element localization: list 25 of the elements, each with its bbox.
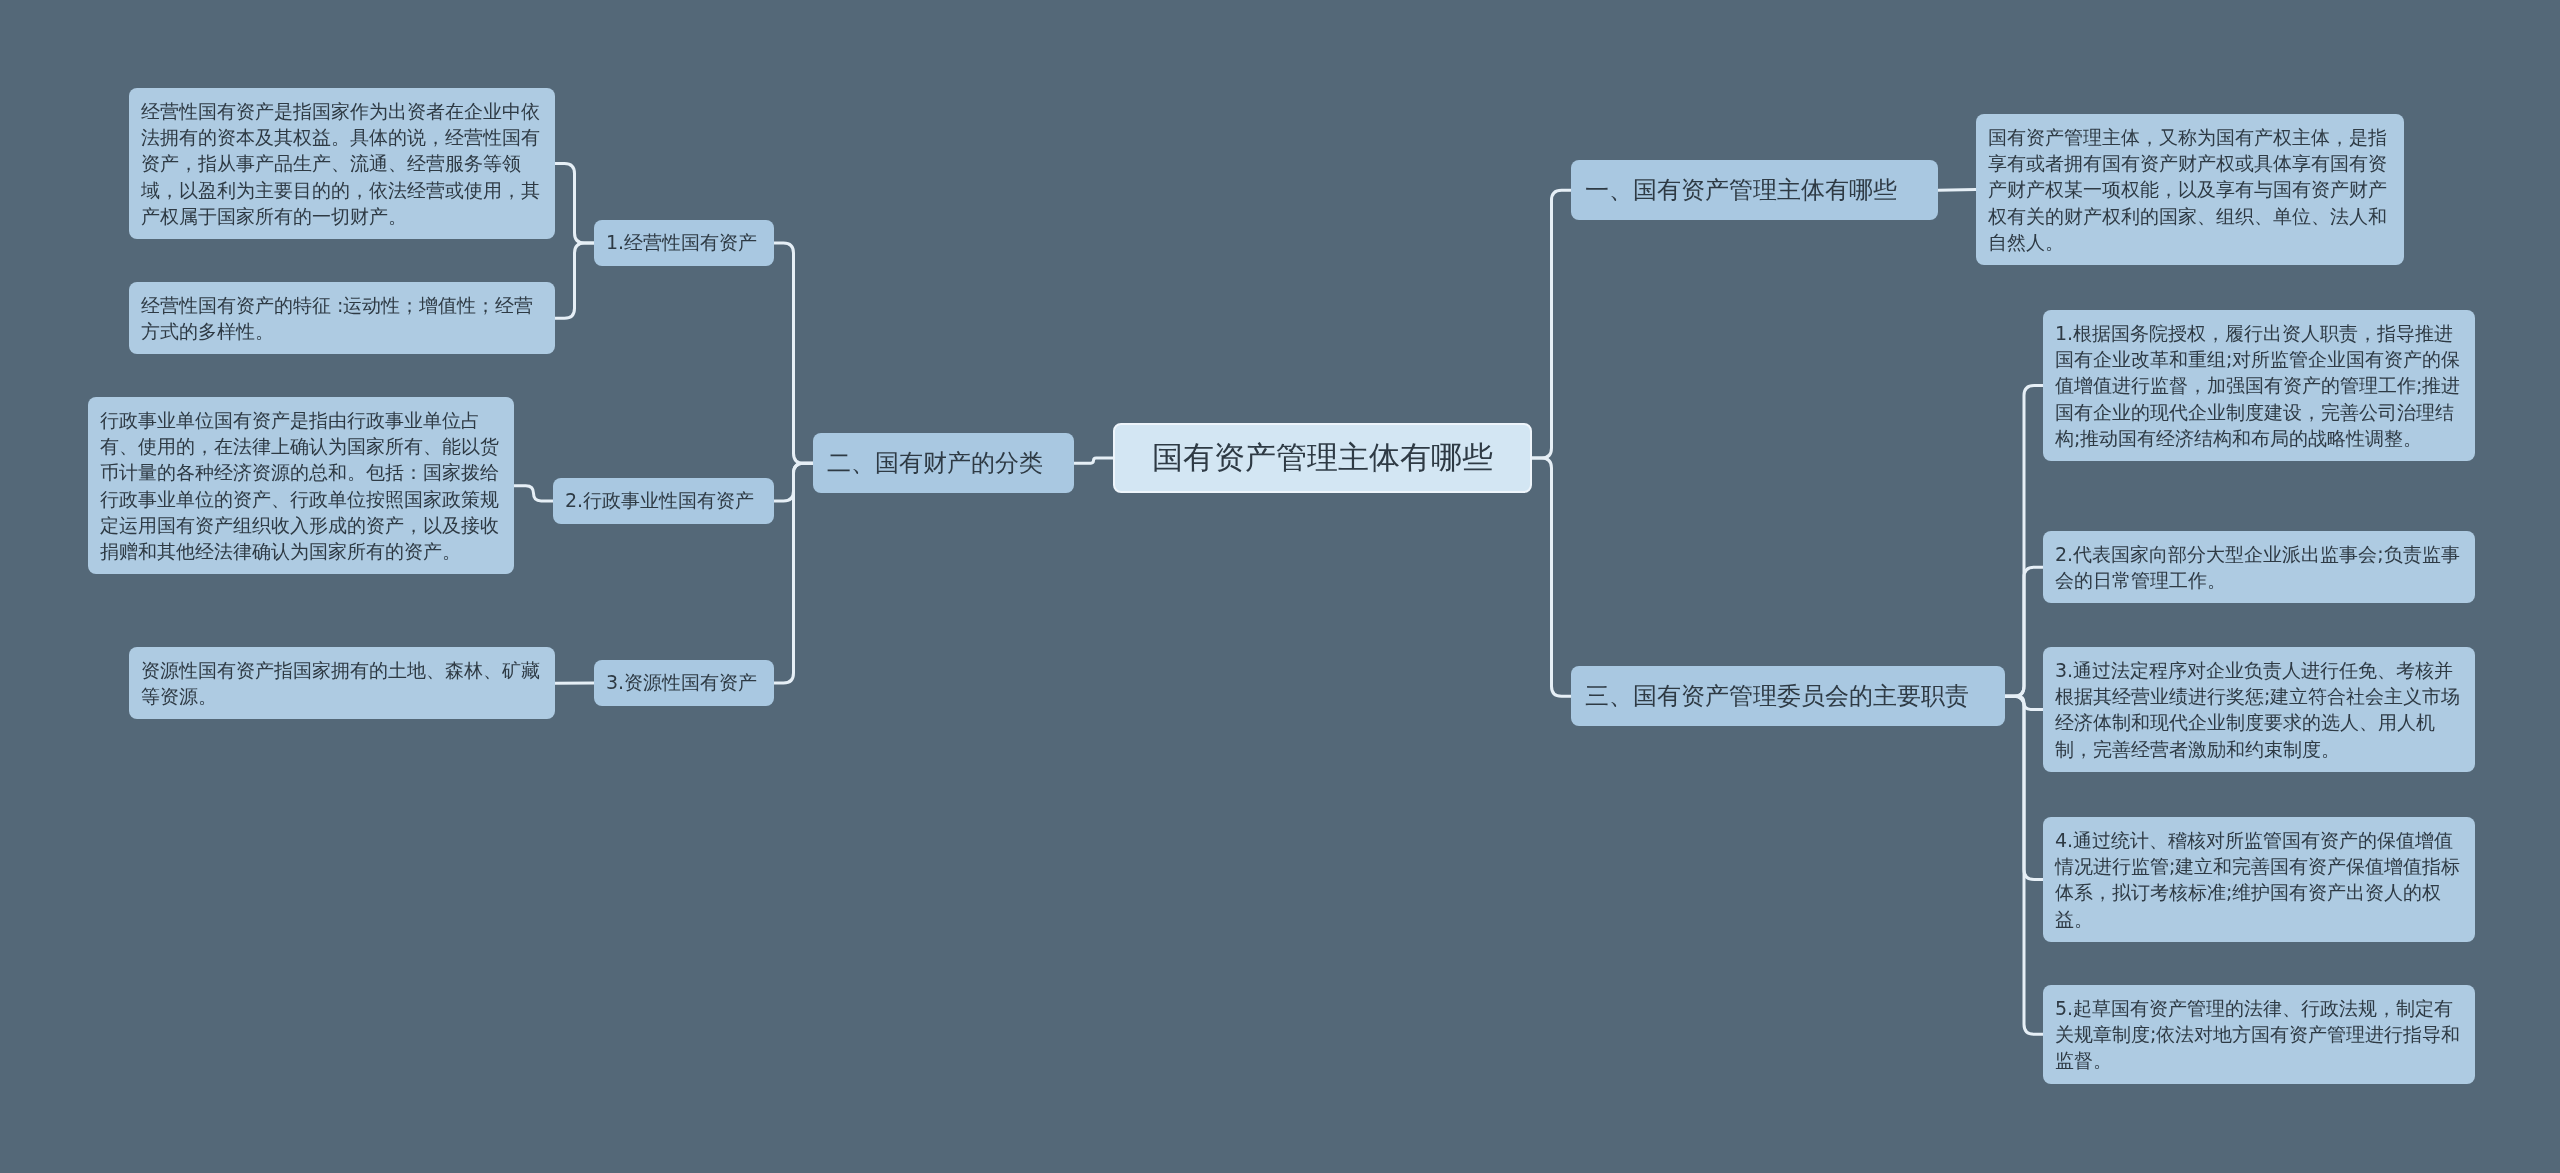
central-topic-box: 国有资产管理主体有哪些 xyxy=(1113,423,1532,493)
branch-topic-box: 一、国有资产管理主体有哪些 xyxy=(1571,160,1938,221)
note-box: 2.代表国家向部分大型企业派出监事会;负责监事会的日常管理工作。 xyxy=(2043,531,2475,604)
note-box: 国有资产管理主体，又称为国有产权主体，是指享有或者拥有国有资产财产权或具体享有国有资产财产权某一项权能，以及享有与国有资产财产权有关的财产权利的国家、组织、单位、法人和自然人。 xyxy=(1976,114,2404,266)
connector-line xyxy=(2005,694,2043,1036)
branch-topic-box: 三、国有资产管理委员会的主要职责 xyxy=(1571,666,2005,727)
connector-line xyxy=(1937,188,1977,192)
connector-line xyxy=(1074,456,1113,465)
connector-line xyxy=(1532,456,1571,698)
subtopic-box: 3.资源性国有资产 xyxy=(594,660,774,706)
connector-line xyxy=(514,484,553,503)
branch-topic-box: 二、国有财产的分类 xyxy=(813,433,1074,494)
note-box: 3.通过法定程序对企业负责人进行任免、考核并根据其经营业绩进行奖惩;建立符合社会主义市场经济体制和现代企业制度要求的选人、用人机制，完善经营者激励和约束制度。 xyxy=(2043,647,2475,772)
subtopic-box: 2.行政事业性国有资产 xyxy=(553,478,774,524)
note-box: 1.根据国务院授权，履行出资人职责，指导推进国有企业改革和重组;对所监管企业国有资产的保值增值进行监督，加强国有资产的管理工作;推进国有企业的现代企业制度建设，完善公司治理结构;推动国有经济结构和布局的战略性调整。 xyxy=(2043,310,2475,462)
connector-line xyxy=(555,241,594,320)
connector-line xyxy=(555,681,594,685)
note-box: 4.通过统计、稽核对所监管国有资产的保值增值情况进行监管;建立和完善国有资产保值增值指标体系，拟订考核标准;维护国有资产出资人的权益。 xyxy=(2043,817,2475,942)
note-box: 经营性国有资产是指国家作为出资者在企业中依法拥有的资本及其权益。具体的说，经营性国有资产，指从事产品生产、流通、经营服务等领域，以盈利为主要目的的，依法经营或使用，其产权属于国家所有的一切财产。 xyxy=(129,88,555,240)
connector-line xyxy=(774,461,813,685)
note-box: 5.起草国有资产管理的法律、行政法规，制定有关规章制度;依法对地方国有资产管理进行指导和监督。 xyxy=(2043,985,2475,1084)
subtopic-box: 1.经营性国有资产 xyxy=(594,220,774,266)
note-box: 资源性国有资产指国家拥有的土地、森林、矿藏等资源。 xyxy=(129,647,555,720)
note-box: 经营性国有资产的特征 :运动性；增值性；经营方式的多样性。 xyxy=(129,282,555,355)
note-box: 行政事业单位国有资产是指由行政事业单位占有、使用的，在法律上确认为国家所有、能以货币计量的各种经济资源的总和。包括：国家拨给行政事业单位的资产、行政单位按照国家政策规定运用国有资产组织收入形成的资产，以及接收捐赠和其他经法律确认为国家所有的资产。 xyxy=(88,397,514,575)
